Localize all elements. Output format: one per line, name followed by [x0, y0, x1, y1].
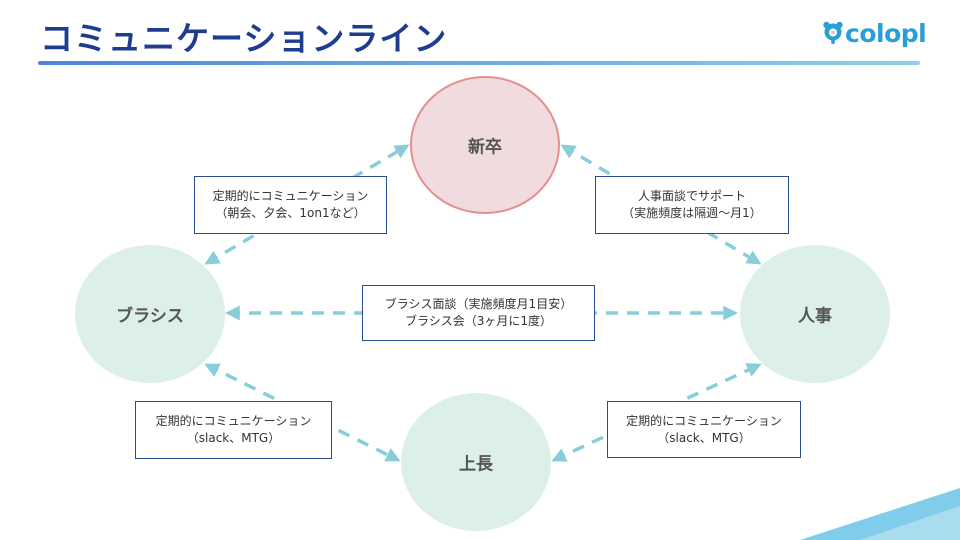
label-box-middle: ブラシス面談（実施頻度月1目安） ブラシス会（3ヶ月に1度）: [362, 285, 595, 341]
label-box-top-left: 定期的にコミュニケーション （朝会、夕会、1on1など）: [194, 176, 387, 234]
node-boss: [401, 393, 551, 531]
label-bottom-left-line1: 定期的にコミュニケーション: [155, 414, 312, 428]
label-top-right-line2: （実施頻度は隔週〜月1）: [622, 206, 762, 220]
label-box-bottom-left: 定期的にコミュニケーション （slack、MTG）: [135, 401, 332, 459]
label-bottom-right-line2: （slack、MTG）: [657, 430, 751, 445]
colopl-logo: colopl: [822, 18, 927, 48]
node-new-grad: [410, 76, 560, 214]
label-bottom-right-line1: 定期的にコミュニケーション: [626, 413, 782, 428]
label-top-left-line1: 定期的にコミュニケーション: [212, 189, 369, 203]
label-top-right-line1: 人事面談でサポート: [637, 189, 746, 203]
label-middle-line1: ブラシス面談（実施頻度月1目安）: [384, 297, 573, 311]
node-hr-label: 人事: [798, 306, 832, 327]
title-underline: [38, 61, 920, 65]
label-top-left-line2: （朝会、夕会、1on1など）: [215, 206, 366, 220]
label-bottom-left-line2: （slack、MTG）: [186, 431, 281, 445]
colopl-bear-icon: [823, 21, 843, 44]
label-box-top-right: 人事面談でサポート （実施頻度は隔週〜月1）: [595, 176, 789, 234]
label-middle-line2: ブラシス会（3ヶ月に1度）: [404, 314, 553, 328]
node-brother-sister: [75, 245, 225, 383]
logo-wordmark: colopl: [845, 18, 927, 48]
corner-accent-light: [860, 506, 960, 540]
page-title: コミュニケーションライン: [40, 19, 448, 58]
node-boss-label: 上長: [459, 454, 493, 475]
node-new-grad-label: 新卒: [468, 137, 502, 158]
node-hr: [740, 245, 890, 383]
node-brother-sister-label: ブラシス: [116, 306, 184, 327]
label-box-bottom-right: 定期的にコミュニケーション （slack、MTG）: [607, 401, 801, 458]
